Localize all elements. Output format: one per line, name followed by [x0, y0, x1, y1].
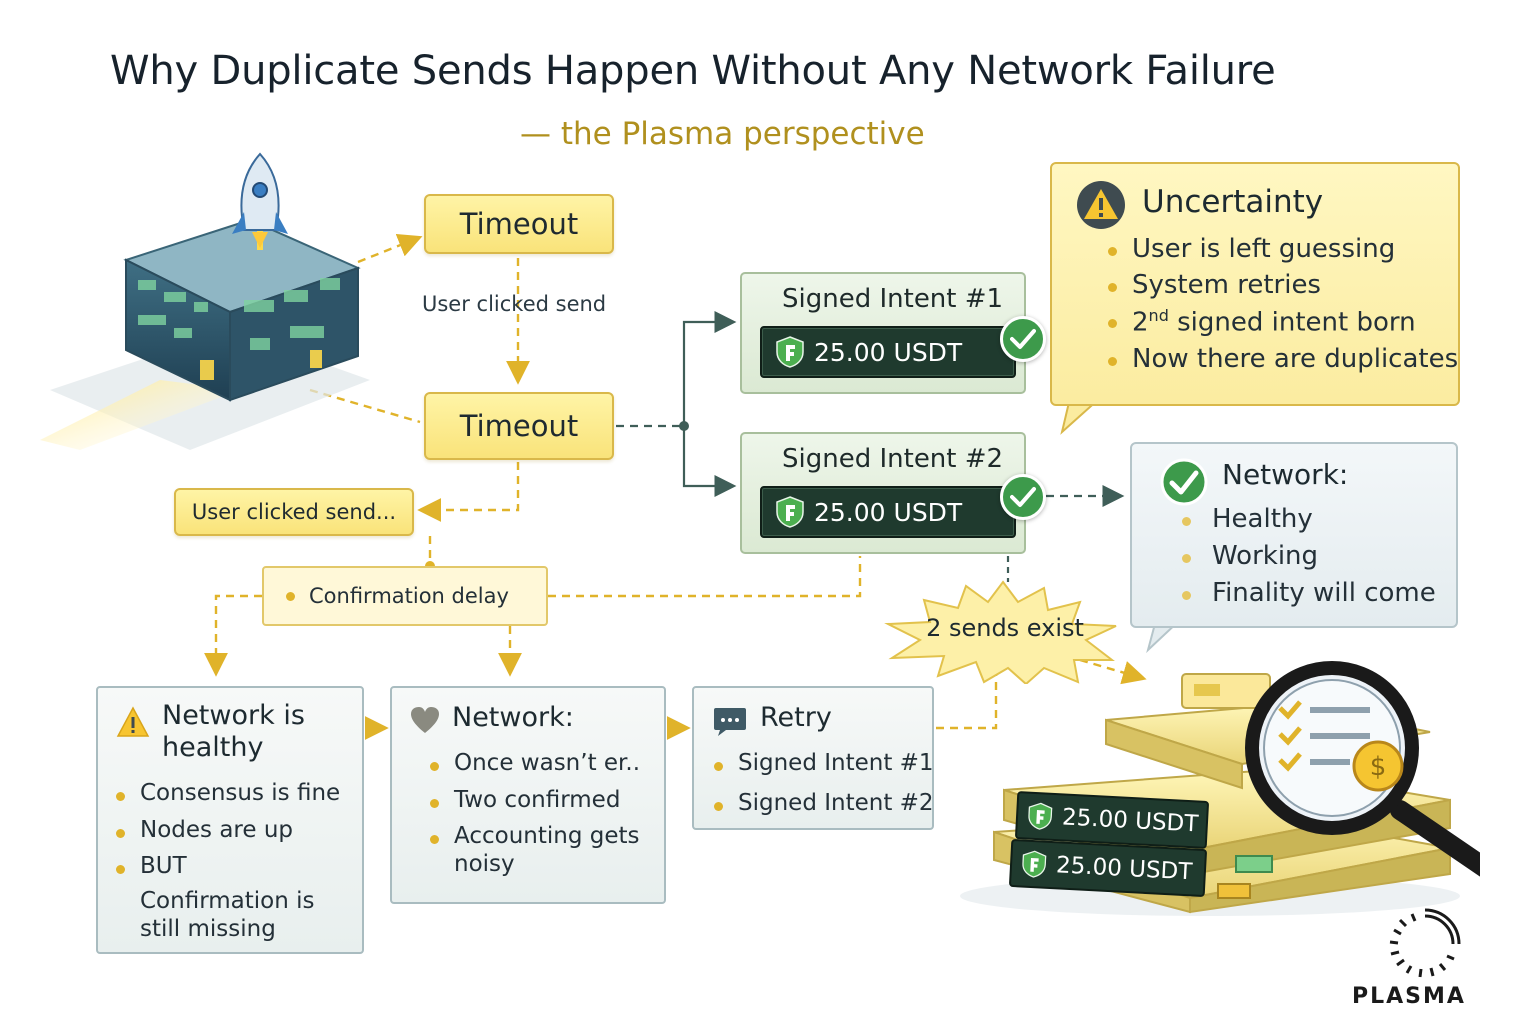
bullet-dot	[286, 591, 295, 601]
network-callout: Network: Healthy Working Finality will c…	[1130, 442, 1458, 628]
network-panel: Network: Once wasn’t er.. Two confirmed …	[390, 686, 666, 904]
list-item: Working	[1182, 541, 1436, 571]
signed-intent-card-2: Signed Intent #2 25.00 USDT	[740, 432, 1026, 554]
amount-pill: 25.00 USDT	[760, 326, 1016, 378]
check-icon	[1000, 316, 1046, 362]
page-title: Why Duplicate Sends Happen Without Any N…	[110, 48, 1276, 94]
panel-title: Network:	[452, 702, 574, 733]
stack-amount-pill: 25.00 USDT	[1008, 838, 1208, 898]
amount-pill: 25.00 USDT	[760, 486, 1016, 538]
coin-icon: $	[1352, 740, 1404, 792]
timeout-box-middle: Timeout	[424, 392, 614, 460]
confirmation-delay-box: Confirmation delay	[262, 566, 548, 626]
plasma-logo-icon	[1389, 908, 1461, 978]
panel-list: Consensus is fine Nodes are up BUT	[116, 780, 340, 881]
user-clicked-send-label: User clicked send	[422, 292, 607, 316]
list-item: Nodes are up	[116, 817, 340, 845]
shield-icon	[1028, 802, 1053, 830]
amount-value: 25.00 USDT	[814, 497, 963, 527]
heart-icon	[411, 707, 439, 733]
panel-title: Retry	[760, 702, 832, 733]
uncertainty-title: Uncertainty	[1142, 184, 1324, 220]
check-icon	[1000, 474, 1046, 520]
shield-icon	[776, 496, 804, 528]
rocket-icon	[232, 152, 288, 248]
plasma-wordmark: PLASMA	[1352, 984, 1466, 1009]
uncertainty-list: User is left guessing System retries 2nd…	[1108, 234, 1458, 380]
burst-label: 2 sends exist	[926, 614, 1084, 642]
list-item: Signed Intent #1	[714, 750, 934, 778]
list-item: User is left guessing	[1108, 234, 1458, 264]
building-icon	[40, 152, 370, 450]
list-item: Two confirmed	[430, 787, 640, 815]
callout-tail	[1060, 398, 1102, 435]
list-item: Healthy	[1182, 504, 1436, 534]
list-item: Signed Intent #2	[714, 790, 934, 818]
shield-icon	[776, 336, 804, 368]
retry-panel: Retry Signed Intent #1 Signed Intent #2	[692, 686, 934, 830]
panel-list: Signed Intent #1 Signed Intent #2	[714, 750, 934, 817]
list-item: 2nd signed intent born	[1108, 306, 1458, 338]
amount-value: 25.00 USDT	[814, 337, 963, 367]
warning-icon	[1077, 181, 1125, 229]
network-callout-title: Network:	[1222, 458, 1349, 491]
check-icon	[1160, 458, 1208, 506]
stack-amount-pill: 25.00 USDT	[1014, 791, 1210, 849]
list-item: Now there are duplicates	[1108, 344, 1458, 374]
chat-icon	[714, 708, 746, 736]
svg-text:$: $	[1370, 752, 1387, 782]
list-item: System retries	[1108, 270, 1458, 300]
list-item: Consensus is fine	[116, 780, 340, 808]
warning-icon	[116, 706, 150, 737]
burst-shape	[884, 580, 1117, 684]
signed-intent-card-1: Signed Intent #1 25.00 USDT	[740, 272, 1026, 394]
amount-value: 25.00 USDT	[1055, 852, 1193, 886]
magnifier-icon: $	[1245, 661, 1480, 877]
list-item: Once wasn’t er..	[430, 750, 640, 778]
amount-value: 25.00 USDT	[1061, 804, 1199, 838]
uncertainty-callout: Uncertainty User is left guessing System…	[1050, 162, 1460, 406]
timeout-box-top: Timeout	[424, 194, 614, 254]
signed-intent-label: Signed Intent #1	[782, 284, 1004, 314]
signed-intent-label: Signed Intent #2	[782, 444, 1004, 474]
confirmation-delay-label: Confirmation delay	[309, 584, 509, 608]
panel-list: Once wasn’t er.. Two confirmed Accountin…	[430, 750, 640, 878]
page-subtitle: — the Plasma perspective	[520, 116, 925, 152]
list-item: Finality will come	[1182, 578, 1436, 608]
shield-icon	[1022, 850, 1047, 878]
list-item: BUT	[116, 853, 340, 881]
user-clicked-send-box: User clicked send...	[174, 488, 414, 536]
network-callout-list: Healthy Working Finality will come	[1182, 504, 1436, 615]
